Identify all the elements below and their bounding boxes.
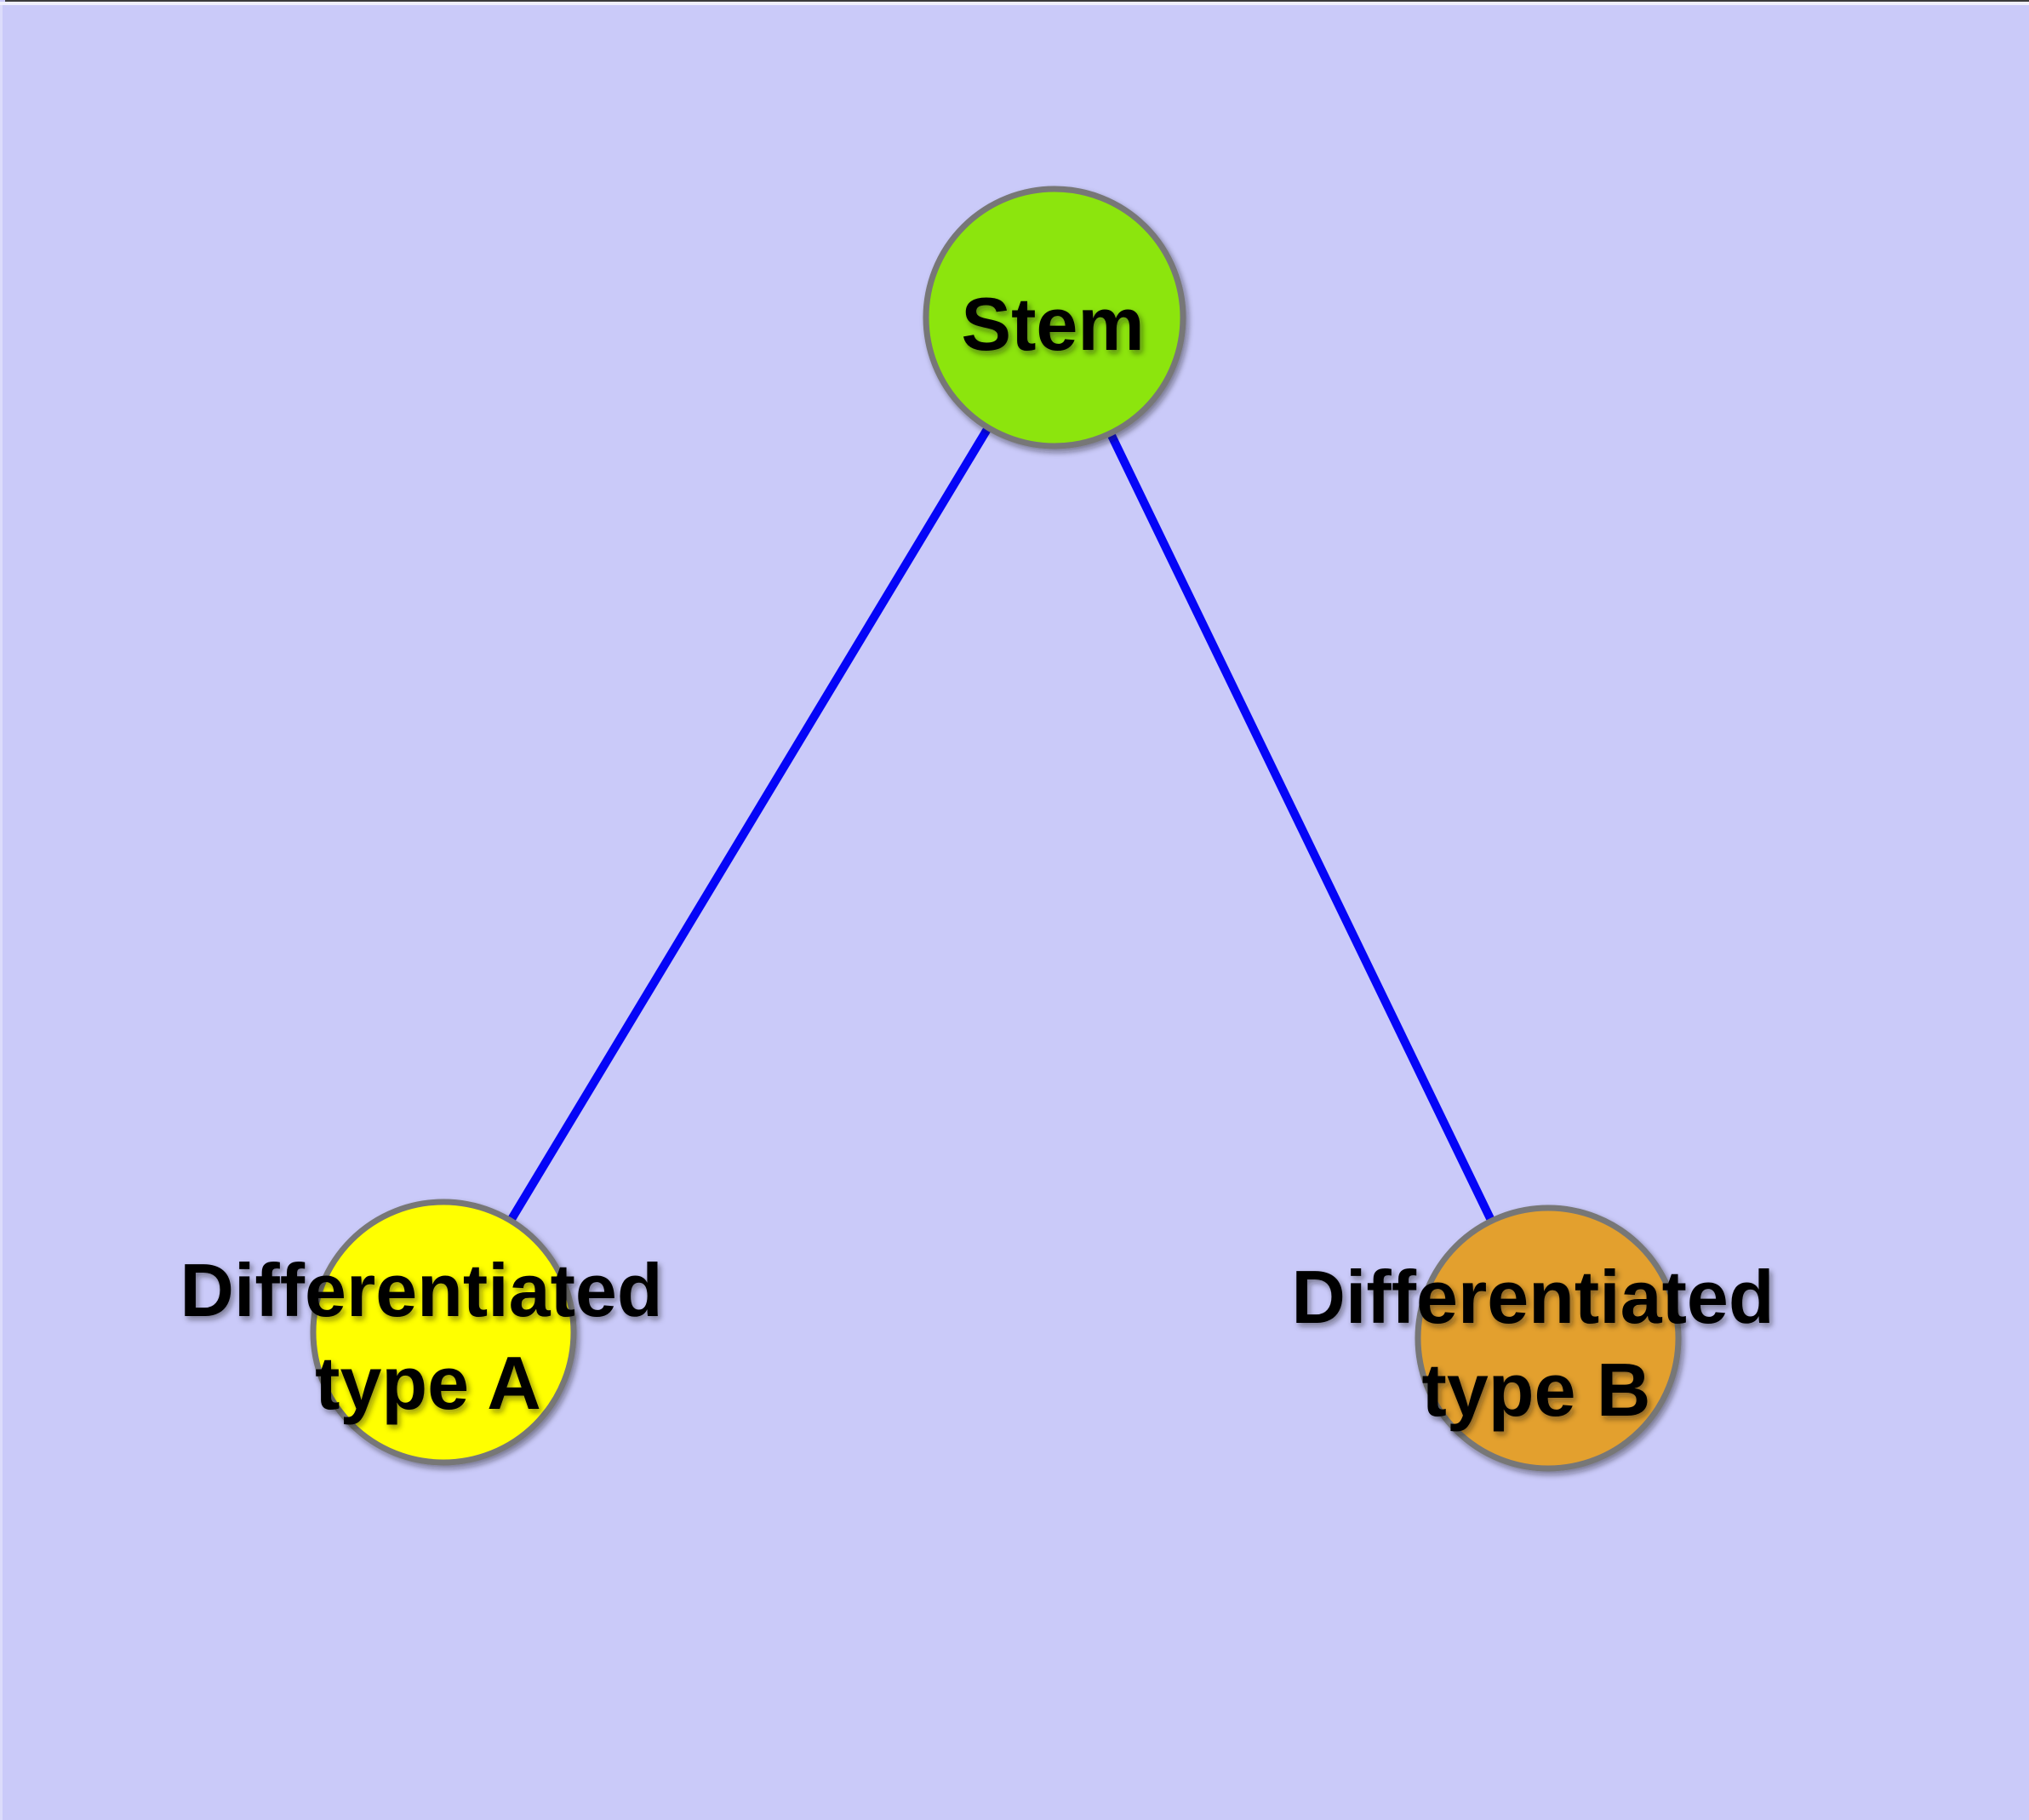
nodes-layer — [310, 186, 1682, 1472]
labels-layer: Stem Differentiated type A Differentiate… — [180, 282, 1774, 1432]
node-type-a-label-line1: Differentiated — [180, 1248, 662, 1332]
node-type-a-label-line2: type A — [315, 1341, 541, 1425]
node-type-b-label-line2: type B — [1422, 1348, 1651, 1432]
edge-stem-to-type-a — [439, 315, 1059, 1335]
window-top-highlight-artifact — [0, 2, 2029, 5]
window-left-highlight-artifact — [0, 5, 3, 1820]
window-top-border-artifact — [5, 0, 2029, 2]
node-stem-circle — [923, 186, 1186, 449]
edges-layer — [439, 315, 1552, 1341]
node-type-b-circle — [1415, 1205, 1682, 1472]
node-type-b-label-line1: Differentiated — [1291, 1255, 1774, 1339]
node-type-a-circle — [310, 1199, 577, 1466]
edge-stem-to-type-b — [1050, 315, 1552, 1341]
node-stem-label: Stem — [961, 282, 1144, 366]
